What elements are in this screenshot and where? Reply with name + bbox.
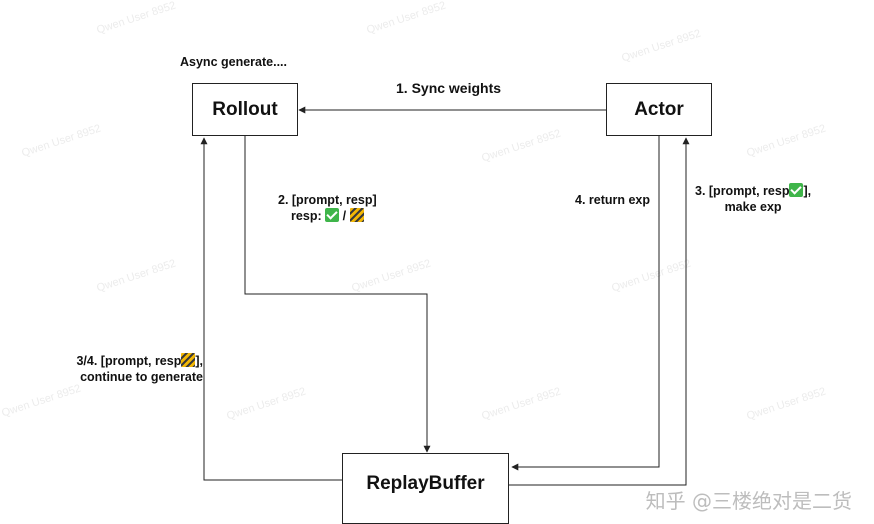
make-exp-prefix: 3. [prompt, resp [695,184,790,198]
replay-buffer-node: ReplayBuffer [342,453,509,524]
prompt-resp-line2: resp: / [278,208,377,224]
actor-node: Actor [606,83,712,136]
make-exp-label: 3. [prompt, resp], make exp [695,183,811,215]
edge-rollout-to-buffer [244,136,431,453]
resp-prefix: resp: [291,209,322,223]
continue-line2: continue to generate [80,370,203,384]
return-exp-label: 4. return exp [575,193,651,207]
continue-line1: 3/4. [prompt, resp], [66,353,203,369]
continue-suffix: ], [195,354,203,368]
check-mark-icon [325,208,340,222]
edge-buffer-to-rollout [200,137,342,481]
make-exp-line1: 3. [prompt, resp], [695,183,811,199]
make-exp-suffix: ], [803,184,812,198]
prompt-resp-line1: 2. [prompt, resp] [278,193,377,207]
construction-icon [349,208,364,222]
sync-weights-label: 1. Sync weights [396,80,502,96]
zhihu-watermark: 知乎 @三楼绝对是二货 [645,489,852,513]
resp-sep: / [342,209,347,223]
edge-actor-to-buffer [511,136,660,471]
rollout-node: Rollout [192,83,298,136]
async-generate-label: Async generate.... [180,55,287,69]
edge-buffer-to-actor [509,137,690,486]
continue-generate-label: 3/4. [prompt, resp], continue to generat… [66,353,203,385]
construction-icon [181,353,196,367]
continue-prefix: 3/4. [prompt, resp [76,354,182,368]
check-mark-icon [789,183,804,197]
make-exp-line2: make exp [724,200,782,214]
prompt-resp-label: 2. [prompt, resp] resp: / [278,192,377,224]
